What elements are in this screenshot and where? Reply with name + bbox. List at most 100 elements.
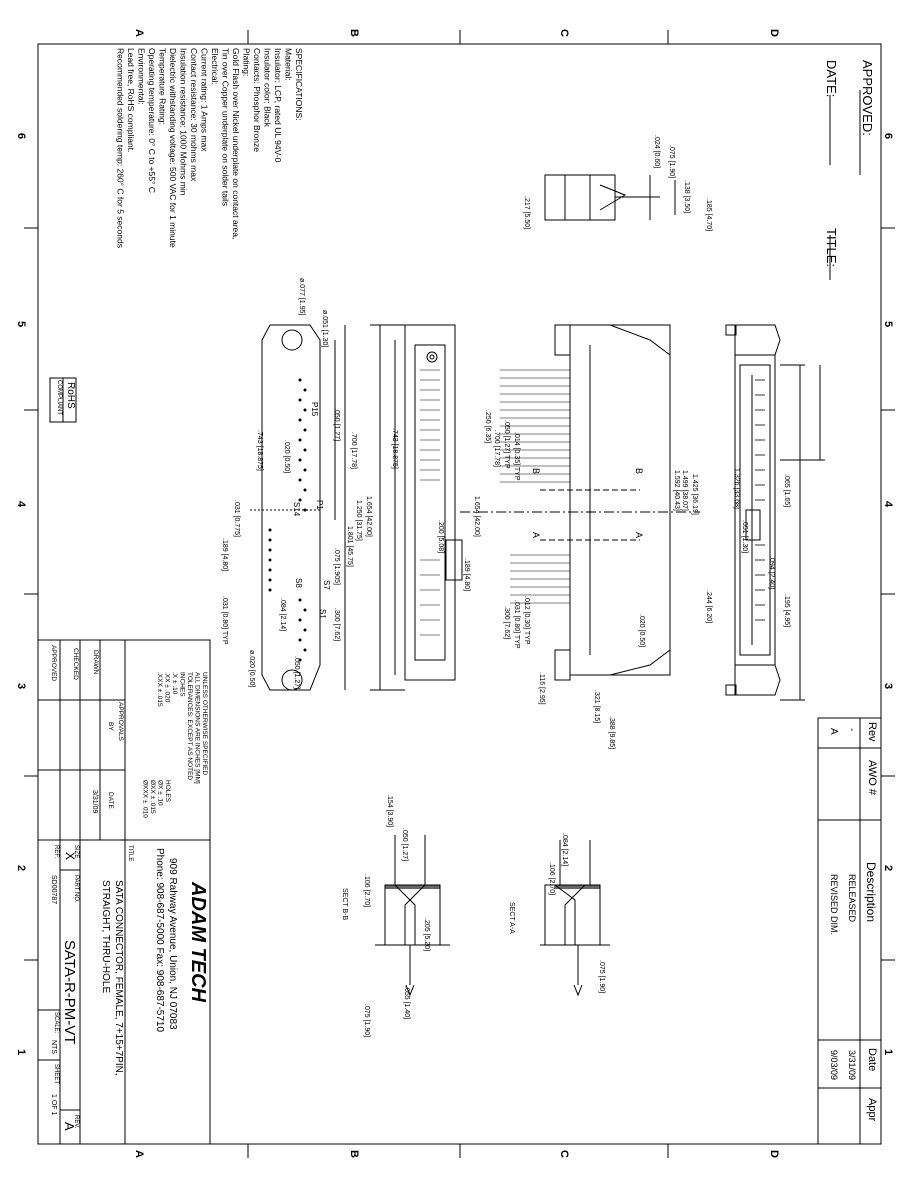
dimension-label: .250 [6.35] (484, 410, 491, 444)
zone-row-label: C (557, 1150, 570, 1158)
spec-line: Temperature Rating: (157, 48, 168, 126)
rohs-logo-text: RoHS (65, 382, 76, 409)
part-value: SATA-R-PM-VT (61, 940, 78, 1045)
size-value: X (63, 852, 77, 861)
spec-line: Current rating: 1 Amps max (199, 48, 210, 152)
dimension-label: 1.592 [40.43] (673, 470, 680, 511)
part-label: PART NO. (73, 875, 79, 903)
dimension-label: 1.425 [36.19] (691, 474, 698, 515)
zone-col-label: 2 (15, 864, 28, 872)
zone-row-label: D (767, 29, 780, 37)
dimension-label: .195 [4.95] (783, 594, 790, 628)
tolerance-holes-line: HOLES (164, 780, 171, 803)
dimension-label: .185 [4.70] (705, 198, 712, 232)
revision-rev: A (828, 728, 839, 735)
zone-row-label: A (132, 1150, 145, 1158)
spec-line: Insulator: LCP, rated UL 94V-0 (273, 48, 283, 163)
company-phone: Phone: 908-687-5000 Fax: 908-687-5710 (154, 848, 165, 1033)
spec-line: Tin over Copper underplate on solder tai… (220, 48, 231, 206)
dimension-label: .106 [2.70] (363, 874, 370, 908)
tolerance-line: INCHES (178, 672, 186, 697)
dimension-label: ø.051 [1.30] (321, 310, 328, 348)
pin-label: S1 (318, 609, 327, 619)
section-a-label: SECT A-A (508, 902, 515, 934)
company-address: 909 Rahway Avenue, Union, NJ 07083 (167, 858, 178, 1030)
dimension-label: 1.801 [45.75] (346, 526, 353, 567)
zone-col-label: 5 (15, 320, 28, 328)
pin-label: P1 (315, 500, 324, 510)
zone-col-label: 3 (15, 682, 28, 690)
spec-line: SPECIFICATIONS: (294, 48, 304, 121)
dimension-label: .065 [1.65] (783, 474, 790, 508)
tolerance-line: .XXX ± .015 (156, 672, 163, 707)
approved-label: APPROVED: (860, 60, 875, 136)
zone-col-label: 6 (882, 132, 895, 140)
rohs-compliant-text: COMPLIANT (56, 380, 62, 416)
section-mark: B (531, 468, 541, 475)
description-header: Description (864, 862, 878, 923)
dimension-label: .700 [17.78] (493, 430, 500, 467)
rev-header: Rev (866, 722, 878, 742)
zone-row-label: C (557, 29, 570, 37)
title-line1: SATA CONNECTOR, FEMALE, 7+15+7PIN, (113, 880, 124, 1076)
dimension-label: 1.250 [31.75] (355, 500, 362, 541)
scale-label: SCALE: (53, 1012, 59, 1034)
spec-line: Operating temperature: 0° C to +55° C (147, 48, 157, 193)
date-label: DATE: (824, 60, 839, 98)
dimension-label: .050 [1.27] (333, 408, 340, 442)
dimension-label: .075 [1.90] (668, 145, 675, 179)
dimension-label: ø.020 [0.50] (248, 650, 255, 688)
dimension-label: 1.499 [38.07] (681, 470, 688, 511)
dimension-label: .050 [1.27] TYP (503, 420, 510, 469)
spec-line: Lead free, RoHS compliant. (126, 48, 136, 153)
tolerance-line: ALL DIMENSIONS ARE INCHES [MM] (193, 672, 201, 784)
tolerance-line: TOLERANCES: EXCEPT AS NOTED (186, 672, 193, 781)
dimension-label: .700 [17.78] (350, 432, 357, 469)
dimension-label: .321 [8.15] (593, 690, 600, 724)
zone-col-label: 1 (882, 1048, 895, 1056)
tolerance-line: UNLESS OTHERWISE SPECIFIED (201, 672, 208, 776)
dimension-label: .300 [7.62] (333, 608, 340, 642)
sheet-label: SHEET (53, 1064, 59, 1085)
dimension-label: 1.654 [42.00] (473, 496, 480, 537)
revision-date: 9/03/09 (829, 1050, 839, 1081)
section-b-label: SECT B-B (341, 888, 348, 921)
dimension-label: .075 [1.90] (598, 960, 605, 994)
zone-col-label: 6 (15, 132, 28, 140)
spec-line: Dielectric withstanding voltage: 500 VAC… (168, 48, 178, 248)
title-label: TITLE: (824, 228, 839, 268)
zone-col-label: 5 (882, 320, 895, 328)
zone-row-label: D (767, 1150, 780, 1158)
dimension-label: .014 [0.35] TYP (513, 432, 520, 481)
dimension-label: .020 [0.50] (638, 614, 645, 648)
company-name: ADAM TECH (187, 882, 209, 1002)
spec-line: Recommended soldering temp: 260° C for 5… (115, 48, 126, 248)
section-mark: B (634, 468, 644, 475)
ref-label: REF: (53, 845, 59, 859)
zone-row-label: B (347, 29, 360, 37)
spec-line: Electrical: (210, 48, 220, 85)
tolerance-line: .XX ± .020 (163, 672, 171, 703)
revision-description: RELEASED (847, 874, 857, 923)
zone-col-label: 4 (15, 500, 28, 508)
section-mark: A (634, 532, 644, 539)
dimension-label: .050 [1.27] (401, 828, 408, 862)
approvals-date: DATE (107, 792, 114, 809)
appr-header: Appr (866, 1098, 878, 1122)
drawn-label: DRAWN (92, 650, 99, 675)
revision-rev: - (846, 728, 857, 732)
dimension-label: .106 [2.70] (548, 862, 555, 896)
zone-col-label: 2 (882, 864, 895, 872)
dimension-label: .388 [9.85] (608, 716, 615, 750)
pin-label: P15 (310, 402, 319, 417)
pin-label: S8 (294, 578, 303, 588)
zone-row-label: A (132, 29, 145, 37)
dimension-label: .138 [3.50] (683, 180, 690, 214)
zone-col-label: 4 (882, 500, 895, 508)
dimension-label: .020 [0.50] (283, 440, 290, 474)
dimension-label: 1.326 [33.68] (733, 468, 740, 509)
zone-row-label: B (347, 1150, 360, 1158)
dimension-label: .189 [4.80] (463, 558, 470, 592)
dimension-label: .300 [7.62] (503, 606, 510, 640)
dimension-label: .200 [5.08] (437, 520, 444, 554)
